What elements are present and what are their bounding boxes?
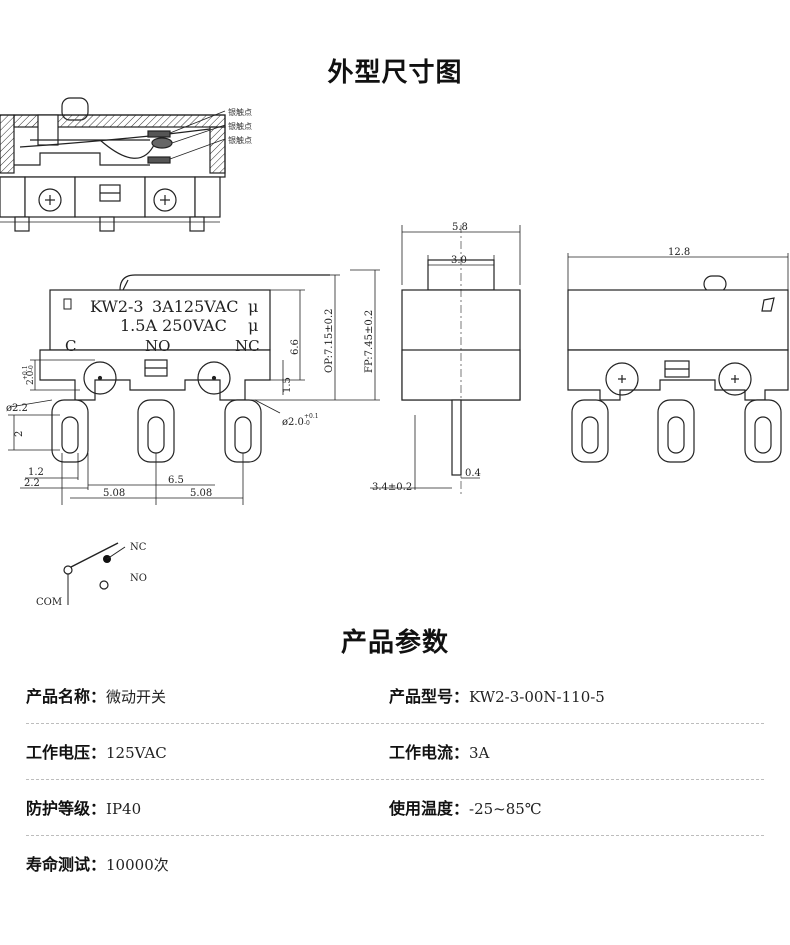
dimension-drawing: 银触点 银触点 银触点: [0, 97, 789, 608]
schematic-com-label: COM: [36, 597, 62, 608]
front-view: [8, 269, 380, 505]
spec-current: 工作电流：3A: [389, 743, 489, 763]
dim-2-2: 2.2: [24, 478, 40, 489]
spec-label: 工作电流：: [389, 743, 470, 762]
spec-label: 使用温度：: [389, 799, 470, 818]
spec-label: 寿命测试：: [26, 855, 107, 874]
spec-life-test: 寿命测试：10000次: [26, 855, 169, 875]
dim-5-08-left: 5.08: [103, 488, 125, 499]
switch-model-text: KW2-3: [90, 297, 144, 316]
rear-view: [567, 253, 789, 463]
dim-phi-2-0: ø2.0: [282, 417, 304, 428]
dim-0-4: 0.4: [465, 468, 481, 479]
spec-label: 产品名称：: [26, 687, 107, 706]
dim-phi-2-2: ø2.2: [6, 403, 28, 414]
legend-contact-2: 银触点: [228, 121, 252, 131]
dim-3-4: 3.4±0.2: [372, 482, 412, 493]
spec-product-model: 产品型号：KW2-3-00N-110-5: [389, 687, 605, 707]
spec-temperature: 使用温度：-25~85℃: [389, 799, 542, 819]
schematic-nc-label: NC: [130, 542, 147, 553]
spec-value: 3A: [469, 744, 490, 762]
legend-contact-1: 银触点: [228, 107, 252, 117]
switch-rating-1: 3A125VAC: [152, 297, 239, 316]
dim-tol-plus-a: +0.1: [22, 365, 29, 380]
dim-3-0: 3.0: [451, 255, 467, 266]
spec-value: -25~85℃: [469, 800, 542, 818]
dim-5-8: 5.8: [452, 222, 468, 233]
spec-value: 125VAC: [106, 744, 167, 762]
spec-row-2: 工作电压：125VAC 工作电流：3A: [26, 743, 764, 780]
dim-2: 2: [14, 431, 25, 437]
spec-value: 10000次: [106, 856, 169, 874]
dim-2-0-tol: 2.0: [26, 370, 36, 385]
spec-value: 微动开关: [106, 688, 167, 706]
side-view: [370, 225, 521, 495]
schematic-no-label: NO: [130, 573, 147, 584]
switch-rating-2: 1.5A 250VAC: [120, 316, 227, 335]
terminal-c-label: C: [65, 337, 76, 355]
spec-row-4: 寿命测试：10000次: [26, 855, 764, 891]
legend-contact-3: 银触点: [228, 135, 252, 145]
spec-row-1: 产品名称：微动开关 产品型号：KW2-3-00N-110-5: [26, 687, 764, 724]
dim-1-5: 1.5: [282, 377, 293, 393]
spec-value: IP40: [106, 800, 142, 818]
dim-op: OP:7.15±0.2: [324, 309, 335, 374]
switch-mu-1: μ: [248, 297, 258, 316]
dim-6-6: 6.6: [290, 339, 301, 355]
dim-5-08-right: 5.08: [190, 488, 212, 499]
switch-mu-2: μ: [248, 316, 258, 335]
spec-voltage: 工作电压：125VAC: [26, 743, 167, 763]
params-title: 产品参数: [340, 628, 449, 658]
spec-label: 工作电压：: [26, 743, 107, 762]
dim-tol-plus-b: +0.1: [304, 413, 319, 420]
dim-fp: FP:7.45±0.2: [364, 310, 375, 373]
spec-value: KW2-3-00N-110-5: [469, 688, 605, 706]
terminal-no-label: NO: [145, 337, 170, 355]
terminal-nc-label: NC: [235, 337, 260, 355]
dim-6-5: 6.5: [168, 475, 184, 486]
contact-schematic: [63, 542, 126, 605]
spec-label: 防护等级：: [26, 799, 107, 818]
dim-tol-zero-a: -0: [28, 365, 35, 371]
spec-protection: 防护等级：IP40: [26, 799, 141, 819]
dimensions-title: 外型尺寸图: [327, 58, 463, 88]
dim-12-8: 12.8: [668, 247, 690, 258]
spec-label: 产品型号：: [389, 687, 470, 706]
cross-section-view: [0, 97, 226, 232]
dim-1-2: 1.2: [28, 467, 44, 478]
dim-tol-zero-b: -0: [304, 420, 310, 427]
spec-product-name: 产品名称：微动开关: [26, 687, 166, 707]
spec-row-3: 防护等级：IP40 使用温度：-25~85℃: [26, 799, 764, 836]
switch-logo-mark: [63, 298, 72, 310]
